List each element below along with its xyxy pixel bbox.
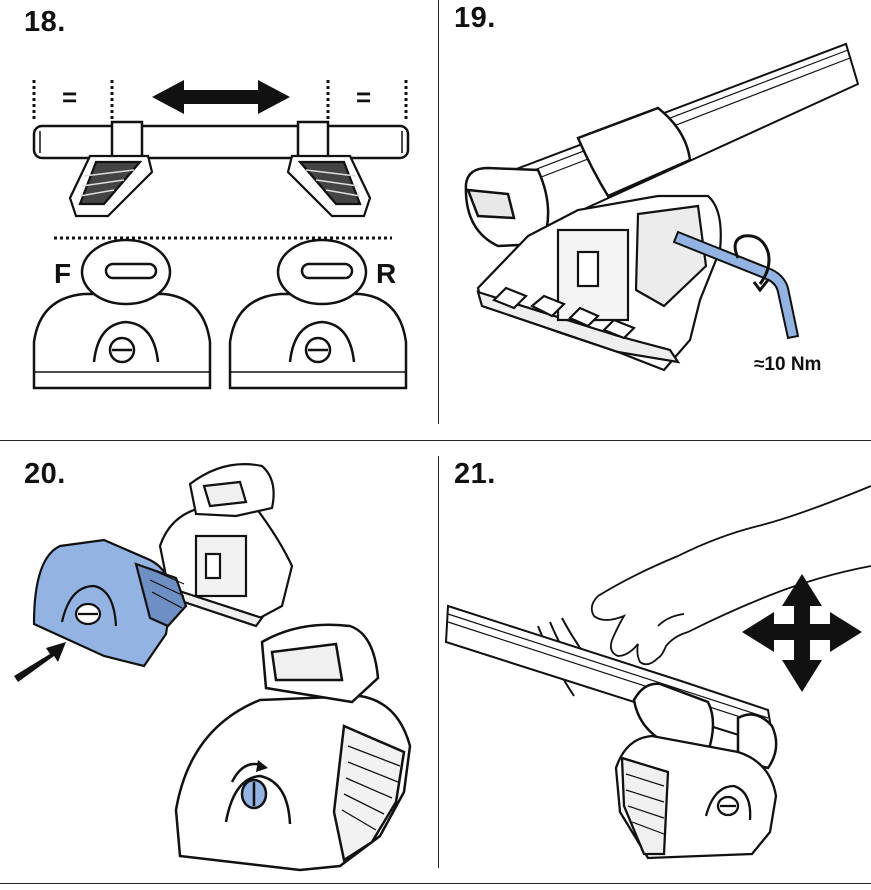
horizontal-double-arrow-icon: [152, 80, 290, 114]
right-foot: [286, 154, 372, 218]
bar-end-cap: [464, 166, 550, 248]
allen-key: [672, 230, 800, 340]
foot-body: [476, 194, 722, 372]
open-foot: [158, 463, 294, 628]
rear-label: R: [376, 258, 397, 289]
roof-bar: [444, 604, 776, 748]
vertical-divider-top: [438, 0, 439, 424]
torque-label: ≈10 Nm: [754, 354, 822, 375]
step-21-number: 21.: [454, 458, 496, 490]
left-foot: [68, 154, 154, 218]
front-label: F: [54, 258, 72, 289]
guide-lines: [32, 80, 408, 240]
equal-left-label: =: [62, 82, 78, 112]
hand-icon: [590, 485, 871, 666]
front-foot-end-view: [32, 238, 212, 390]
equal-right-label: =: [356, 82, 372, 112]
foot: [614, 734, 778, 860]
clamp-sleeve: [576, 106, 692, 198]
blue-end-cap: [32, 538, 188, 668]
step-20-number: 20.: [24, 458, 66, 490]
rear-foot-end-view: [228, 238, 408, 390]
four-way-arrow-icon: [742, 574, 862, 692]
step-20-illustration: [14, 463, 412, 872]
horizontal-divider-middle: [0, 440, 871, 441]
step-19-number: 19.: [454, 2, 496, 34]
step-18-number: 18.: [24, 6, 66, 38]
vertical-divider-bottom: [438, 456, 439, 868]
push-arrow-icon: [14, 642, 66, 682]
step-19-illustration: [464, 42, 860, 372]
closed-foot: [174, 623, 412, 872]
step-21-illustration: [444, 485, 871, 860]
horizontal-divider-bottom: [0, 883, 871, 884]
step-18-illustration: [32, 80, 410, 390]
roof-bar: [32, 124, 410, 160]
rotate-arrow-icon: [733, 234, 771, 293]
